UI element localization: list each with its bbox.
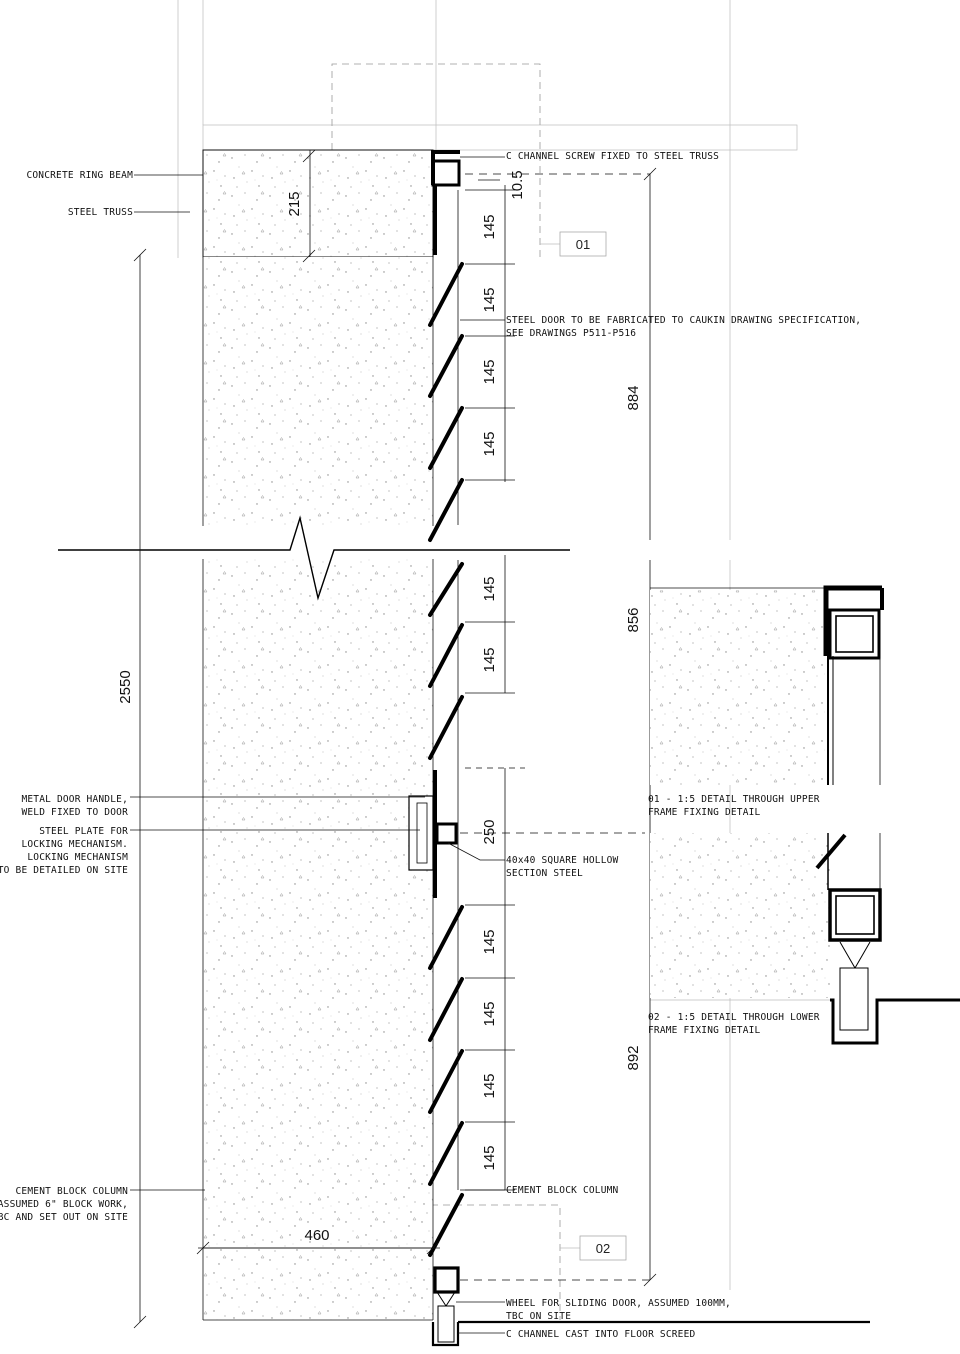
louvre-slats <box>428 262 464 1257</box>
label-hollow-1: 40x40 SQUARE HOLLOW <box>506 855 619 866</box>
dimension-labels: 215 10.5 145 145 145 145 145 145 250 145… <box>117 170 642 1244</box>
detail-references <box>540 231 627 1261</box>
detail-ref-02-box <box>579 1235 627 1261</box>
dim-slat: 145 <box>481 1073 498 1098</box>
label-column-left-1: CEMENT BLOCK COLUMN <box>16 1186 129 1197</box>
dim-gap: 10.5 <box>509 170 526 199</box>
concrete-ring-beam <box>202 149 434 258</box>
dim-slat: 145 <box>481 287 498 312</box>
door-slat <box>428 977 464 1042</box>
dim-slat: 145 <box>481 576 498 601</box>
detail-ref-02: 02 <box>596 1241 610 1256</box>
leader-lines <box>130 156 505 1334</box>
label-wheel-1: WHEEL FOR SLIDING DOOR, ASSUMED 100MM, <box>506 1298 731 1309</box>
label-hollow-2: SECTION STEEL <box>506 868 583 879</box>
dim-slat: 145 <box>481 431 498 456</box>
detail-02-lower <box>650 833 960 1045</box>
label-detail-02-1: 02 - 1:5 DETAIL THROUGH LOWER <box>648 1012 820 1023</box>
annotation-labels: CONCRETE RING BEAM STEEL TRUSS C CHANNEL… <box>0 151 861 1340</box>
door-slat <box>428 1121 464 1186</box>
overall-dimension-lines <box>133 149 657 1329</box>
cement-block-column <box>202 257 434 1321</box>
door-slat <box>428 695 464 760</box>
detail-ref-01-box <box>559 231 607 257</box>
dim-slat: 145 <box>481 929 498 954</box>
dim-lower-half: 892 <box>625 1045 642 1070</box>
dim-upper-half: 884 <box>625 385 642 410</box>
dim-handle-zone: 250 <box>481 819 498 844</box>
label-steel-truss: STEEL TRUSS <box>68 207 133 218</box>
label-detail-01-2: FRAME FIXING DETAIL <box>648 807 761 818</box>
label-detail-02-2: FRAME FIXING DETAIL <box>648 1025 761 1036</box>
label-concrete-ring-beam: CONCRETE RING BEAM <box>26 170 133 181</box>
dim-slat: 145 <box>481 647 498 672</box>
label-handle-2: WELD FIXED TO DOOR <box>21 807 128 818</box>
label-plate-4: TO BE DETAILED ON SITE <box>0 865 128 876</box>
dim-slat: 145 <box>481 1001 498 1026</box>
label-plate-1: STEEL PLATE FOR <box>39 826 128 837</box>
door-handle-assembly <box>408 770 458 898</box>
door-slat <box>428 1049 464 1114</box>
door-slat <box>428 562 464 617</box>
label-column-right: CEMENT BLOCK COLUMN <box>506 1185 619 1196</box>
label-c-channel-top: C CHANNEL SCREW FIXED TO STEEL TRUSS <box>506 151 719 162</box>
dim-column-width: 460 <box>304 1227 329 1244</box>
detail-ref-01: 01 <box>576 237 590 252</box>
label-c-channel-floor: C CHANNEL CAST INTO FLOOR SCREED <box>506 1329 696 1340</box>
label-plate-2: LOCKING MECHANISM. <box>21 839 128 850</box>
door-slat <box>428 478 464 542</box>
label-steel-door-1: STEEL DOOR TO BE FABRICATED TO CAUKIN DR… <box>506 315 861 326</box>
label-detail-01-1: 01 - 1:5 DETAIL THROUGH UPPER <box>648 794 820 805</box>
label-steel-door-2: SEE DRAWINGS P511-P516 <box>506 328 636 339</box>
label-plate-3: LOCKING MECHANISM <box>27 852 128 863</box>
detail-01-upper <box>650 585 884 785</box>
top-c-channel <box>431 150 461 255</box>
label-column-left-3: TBC AND SET OUT ON SITE <box>0 1212 128 1223</box>
dim-slat: 145 <box>481 214 498 239</box>
label-handle-1: METAL DOOR HANDLE, <box>21 794 128 805</box>
dim-slat: 145 <box>481 1145 498 1170</box>
dim-beam-depth: 215 <box>286 191 303 216</box>
break-line <box>58 515 570 601</box>
door-slat <box>428 262 464 327</box>
bottom-wheel-assembly <box>431 1266 870 1347</box>
label-column-left-2: ASSUMED 6" BLOCK WORK, <box>0 1199 128 1210</box>
door-slat <box>428 623 464 688</box>
door-slat <box>428 406 464 470</box>
dim-column-height: 2550 <box>117 670 134 703</box>
dim-middle: 856 <box>625 607 642 632</box>
dim-slat: 145 <box>481 359 498 384</box>
label-wheel-2: TBC ON SITE <box>506 1311 571 1322</box>
door-slat <box>428 334 464 398</box>
door-slat <box>428 1193 464 1257</box>
door-slat <box>428 905 464 970</box>
dimension-chain <box>460 173 655 1281</box>
